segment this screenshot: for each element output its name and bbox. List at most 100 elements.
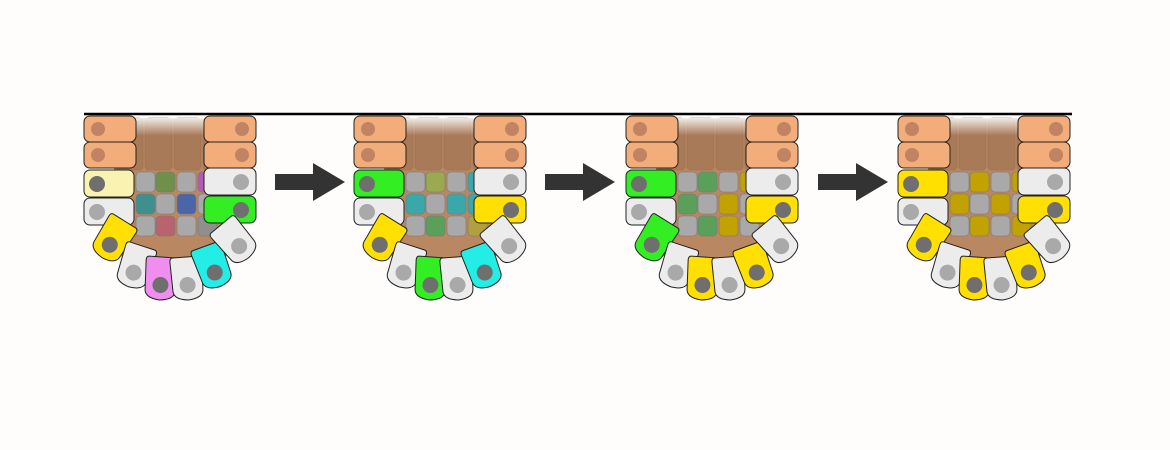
- top-nucleus: [361, 148, 375, 162]
- interior-cell: [697, 215, 718, 237]
- ring-cell-group: [414, 255, 449, 301]
- side-nucleus: [903, 176, 919, 192]
- interior-cell: [405, 171, 426, 193]
- ring-cell-group: [92, 213, 138, 262]
- ring-nucleus: [1020, 264, 1037, 281]
- side-nucleus: [1047, 174, 1063, 190]
- interior-cell: [155, 193, 176, 215]
- ring-nucleus: [915, 236, 932, 253]
- ring-nucleus: [125, 264, 142, 281]
- side-nucleus: [233, 202, 249, 218]
- top-nucleus: [633, 148, 647, 162]
- interior-cell: [446, 193, 467, 215]
- ring-nucleus: [231, 238, 248, 255]
- side-nucleus: [503, 174, 519, 190]
- interior-cell: [990, 215, 1011, 237]
- ring-nucleus: [206, 264, 223, 281]
- ring-cell-group: [634, 213, 680, 262]
- progression-arrow: [818, 163, 888, 201]
- ring-nucleus: [179, 276, 196, 293]
- top-nucleus: [505, 122, 519, 136]
- ring-cell-group: [751, 215, 799, 264]
- ring-nucleus: [721, 276, 738, 293]
- interior-cell: [697, 171, 718, 193]
- interior-cell: [718, 171, 739, 193]
- ring-nucleus: [501, 238, 518, 255]
- side-nucleus: [359, 204, 375, 220]
- ring-nucleus: [395, 264, 412, 281]
- top-nucleus: [91, 148, 105, 162]
- ring-cell-group: [732, 241, 774, 289]
- ring-cell-group: [439, 255, 474, 301]
- ring-nucleus: [993, 276, 1010, 293]
- ring-nucleus: [966, 276, 983, 293]
- ring-cell-group: [1023, 215, 1071, 264]
- interior-cell: [990, 193, 1011, 215]
- side-nucleus: [775, 174, 791, 190]
- top-nucleus: [91, 122, 105, 136]
- interior-cell: [135, 215, 156, 237]
- interior-cell: [446, 171, 467, 193]
- crypt-2: [353, 115, 527, 301]
- side-nucleus: [775, 202, 791, 218]
- interior-cell: [949, 193, 970, 215]
- top-nucleus: [777, 122, 791, 136]
- ring-nucleus: [773, 238, 790, 255]
- interior-cell: [155, 171, 176, 193]
- ring-nucleus: [939, 264, 956, 281]
- interior-cell: [677, 193, 698, 215]
- interior-cell: [969, 193, 990, 215]
- interior-cell: [677, 171, 698, 193]
- ring-cell-group: [983, 255, 1018, 301]
- interior-cell: [425, 193, 446, 215]
- interior-cell: [405, 193, 426, 215]
- crypt-1: [83, 115, 257, 301]
- ring-cell-group: [711, 255, 746, 301]
- ring-nucleus: [476, 264, 493, 281]
- top-nucleus: [1049, 122, 1063, 136]
- ring-cell-group: [144, 255, 179, 301]
- interior-cell: [176, 193, 197, 215]
- top-nucleus: [777, 148, 791, 162]
- ring-nucleus: [1045, 238, 1062, 255]
- ring-nucleus: [371, 236, 388, 253]
- top-nucleus: [235, 122, 249, 136]
- ring-nucleus: [449, 276, 466, 293]
- top-nucleus: [505, 148, 519, 162]
- ring-cell-group: [169, 255, 204, 301]
- ring-cell-group: [209, 215, 257, 264]
- interior-cell: [949, 215, 970, 237]
- side-nucleus: [359, 176, 375, 192]
- side-nucleus: [1047, 202, 1063, 218]
- top-nucleus: [235, 148, 249, 162]
- interior-cell: [949, 171, 970, 193]
- interior-cell: [969, 215, 990, 237]
- ring-nucleus: [667, 264, 684, 281]
- top-nucleus: [361, 122, 375, 136]
- ring-nucleus: [694, 276, 711, 293]
- ring-nucleus: [643, 236, 660, 253]
- interior-cell: [155, 215, 176, 237]
- ring-nucleus: [152, 276, 169, 293]
- side-nucleus: [89, 176, 105, 192]
- interior-cell: [969, 171, 990, 193]
- ring-nucleus: [422, 276, 439, 293]
- top-nucleus: [1049, 148, 1063, 162]
- interior-cell: [135, 171, 156, 193]
- interior-cell: [446, 215, 467, 237]
- ring-cell-group: [1004, 241, 1046, 289]
- top-nucleus: [633, 122, 647, 136]
- crypt-3: [625, 115, 799, 301]
- interior-cell: [135, 193, 156, 215]
- side-nucleus: [631, 176, 647, 192]
- top-nucleus: [905, 122, 919, 136]
- side-nucleus: [89, 204, 105, 220]
- ring-cell-group: [460, 241, 502, 289]
- side-nucleus: [233, 174, 249, 190]
- crypt-4: [897, 115, 1071, 301]
- ring-cell-group: [479, 215, 527, 264]
- interior-cell: [425, 215, 446, 237]
- interior-cell: [990, 171, 1011, 193]
- ring-nucleus: [101, 236, 118, 253]
